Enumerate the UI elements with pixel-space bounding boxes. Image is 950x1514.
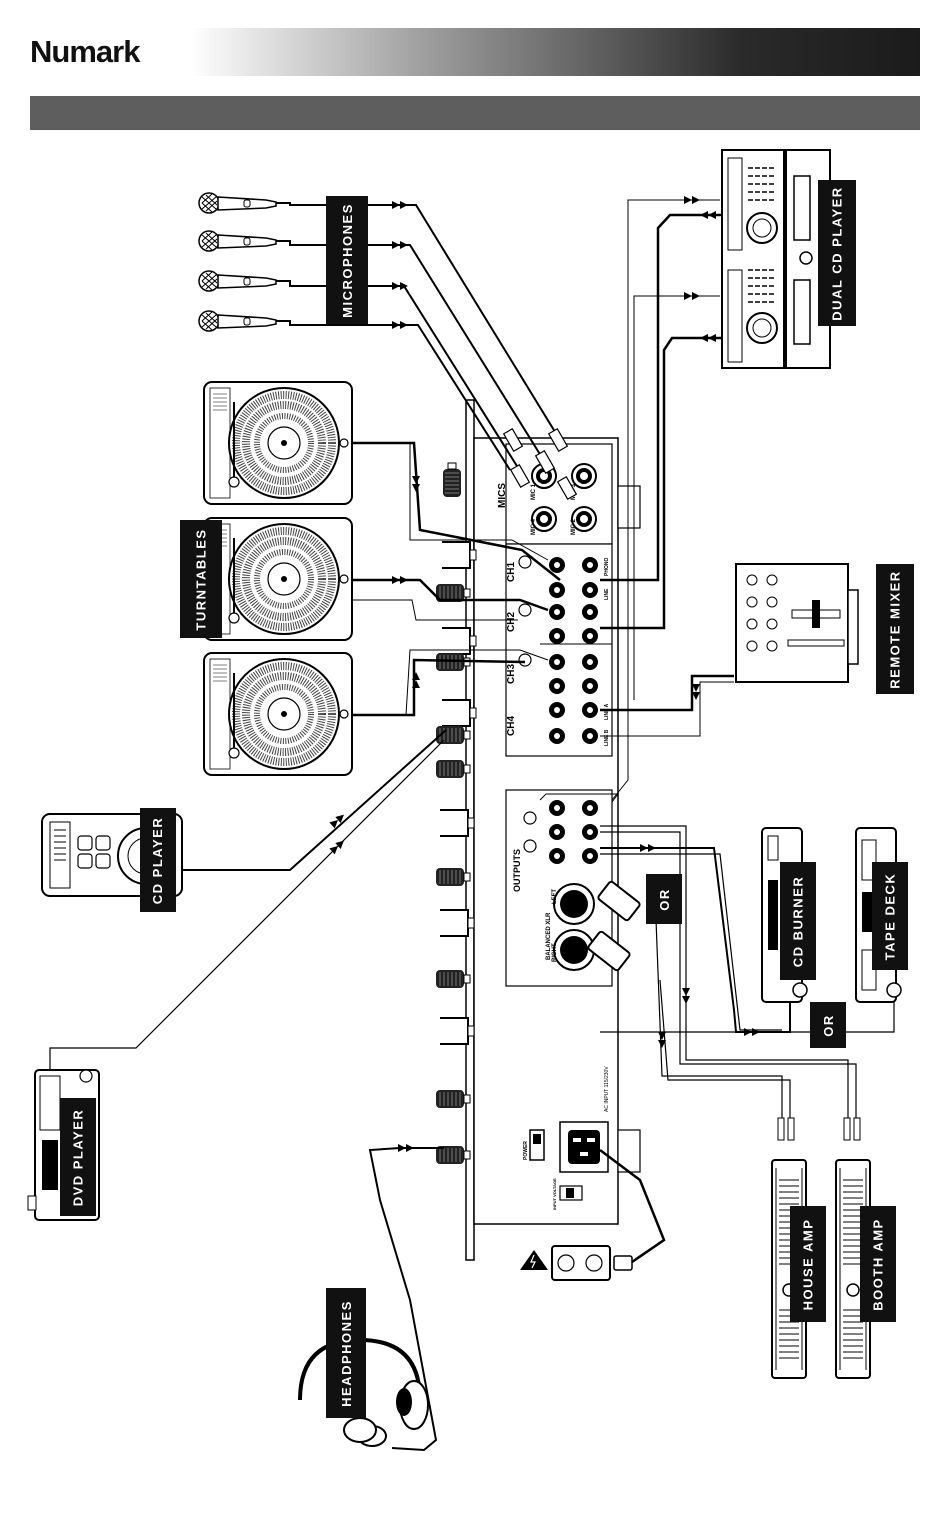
label-booth-amp: BOOTH AMP — [860, 1206, 896, 1322]
label-microphones: MICROPHONES — [326, 196, 368, 324]
label-cd-burner: CD BURNER — [780, 862, 816, 980]
line-b-label: LINE B — [604, 729, 610, 746]
mics-label: MICS — [497, 483, 508, 508]
label-or-recorders: OR — [810, 1002, 846, 1048]
mic1-label: MIC 1 — [531, 483, 537, 500]
line-a-label: LINE A — [604, 703, 610, 720]
warning-icon — [520, 1250, 548, 1270]
label-headphones: HEADPHONES — [326, 1288, 366, 1418]
remote-mixer-cables — [600, 676, 734, 736]
mic4-label: MIC 4 — [531, 518, 537, 535]
remote-mixer-icon — [736, 564, 858, 682]
label-tape-deck: TAPE DECK — [872, 862, 908, 970]
ch3-label: CH3 — [506, 664, 517, 684]
amp-input-plugs — [778, 1118, 860, 1140]
dual-cd-player-icon — [722, 150, 830, 368]
label-cd-player: CD PLAYER — [140, 808, 176, 912]
ch1-label: CH1 — [506, 562, 517, 582]
left-label: LEFT — [552, 889, 558, 904]
power-outlet-icon — [552, 1246, 632, 1280]
ac-input-label: AC INPUT 115/230V — [604, 1066, 610, 1112]
power-label: POWER — [523, 1141, 529, 1160]
label-house-amp: HOUSE AMP — [790, 1206, 826, 1322]
label-or-outputs: OR — [646, 874, 682, 924]
outputs-label: OUTPUTS — [512, 849, 522, 892]
ch2-label: CH2 — [506, 612, 517, 632]
mixer-rear-panel: MICS MIC 1 MIC 3 MIC 4 MIC 2 CH1 CH2 CH3… — [436, 400, 640, 1260]
ch4-label: CH4 — [506, 716, 517, 736]
turntable-icon — [204, 382, 352, 775]
microphone-icon — [199, 193, 276, 331]
label-dual-cd-player: DUAL CD PLAYER — [818, 180, 856, 326]
label-remote-mixer: REMOTE MIXER — [876, 564, 914, 694]
label-dvd-player: DVD PLAYER — [60, 1098, 96, 1216]
phono-label: PHONO — [604, 558, 610, 576]
right-label: RIGHT — [552, 943, 558, 962]
line-label: LINE — [604, 588, 610, 600]
dvd-player-cable — [50, 740, 444, 1070]
label-turntables: TURNTABLES — [180, 520, 222, 638]
input-voltage-label: INPUT VOLTAGE — [552, 1178, 557, 1210]
mic2-label: MIC 2 — [571, 518, 577, 535]
